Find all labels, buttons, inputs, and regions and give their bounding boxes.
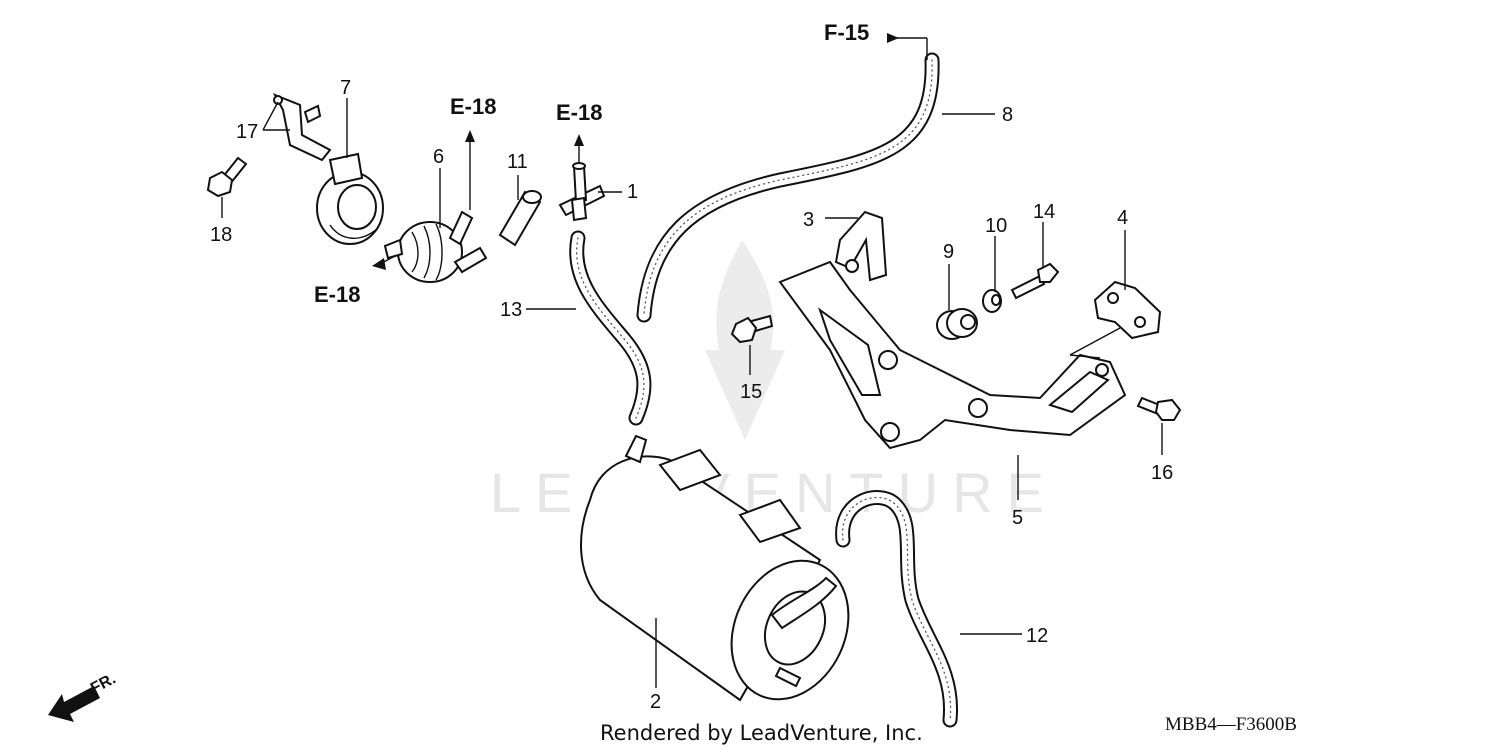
t-joint-1[interactable] xyxy=(558,162,606,222)
callout-1[interactable]: 1 xyxy=(627,181,638,203)
ref-label-f15[interactable]: F-15 xyxy=(824,20,869,45)
bracket-5[interactable] xyxy=(778,260,1127,450)
separator-6[interactable] xyxy=(383,210,488,283)
ref-label-e18-left[interactable]: E-18 xyxy=(314,282,360,307)
callout-10[interactable]: 10 xyxy=(985,215,1007,237)
stay-3[interactable] xyxy=(834,210,888,282)
front-direction-marker: FR. xyxy=(48,670,119,722)
ref-label-e18-top[interactable]: E-18 xyxy=(450,94,496,119)
front-arrow-icon xyxy=(48,686,100,722)
callout-9[interactable]: 9 xyxy=(943,241,954,263)
callout-2[interactable]: 2 xyxy=(650,691,661,713)
canister-2[interactable] xyxy=(580,434,870,718)
bolt-18[interactable] xyxy=(206,156,248,198)
callout-3[interactable]: 3 xyxy=(803,209,814,231)
bolt-14[interactable] xyxy=(1010,262,1060,300)
callout-4[interactable]: 4 xyxy=(1117,207,1128,229)
diagram-code: MBB4—F3600B xyxy=(1165,714,1297,735)
joint-11[interactable] xyxy=(498,190,542,247)
bolt-15[interactable] xyxy=(730,314,774,344)
hose-13[interactable] xyxy=(569,230,652,426)
callout-15[interactable]: 15 xyxy=(740,381,762,403)
rubber-9[interactable] xyxy=(936,308,978,340)
plate-4[interactable] xyxy=(1093,280,1162,340)
callout-16[interactable]: 16 xyxy=(1151,462,1173,484)
callout-17[interactable]: 17 xyxy=(236,121,258,143)
hose-12[interactable] xyxy=(835,490,959,728)
bracket-17[interactable] xyxy=(272,93,332,162)
callout-8[interactable]: 8 xyxy=(1002,104,1013,126)
callout-14[interactable]: 14 xyxy=(1033,201,1055,223)
callout-7[interactable]: 7 xyxy=(340,77,351,99)
clamp-7[interactable] xyxy=(316,152,384,245)
ref-label-e18-tjoint[interactable]: E-18 xyxy=(556,100,602,125)
callout-11[interactable]: 11 xyxy=(507,151,528,173)
bolt-16[interactable] xyxy=(1136,396,1182,421)
callout-6[interactable]: 6 xyxy=(433,146,444,168)
collar-10[interactable] xyxy=(982,289,1002,313)
watermark: LEADVENTURE xyxy=(490,240,1044,524)
callout-18[interactable]: 18 xyxy=(210,224,232,246)
callout-13[interactable]: 13 xyxy=(500,299,522,321)
hose-8[interactable] xyxy=(636,52,940,323)
callout-12[interactable]: 12 xyxy=(1026,625,1048,647)
callout-5[interactable]: 5 xyxy=(1012,507,1023,529)
footer-credit: Rendered by LeadVenture, Inc. xyxy=(600,721,923,745)
